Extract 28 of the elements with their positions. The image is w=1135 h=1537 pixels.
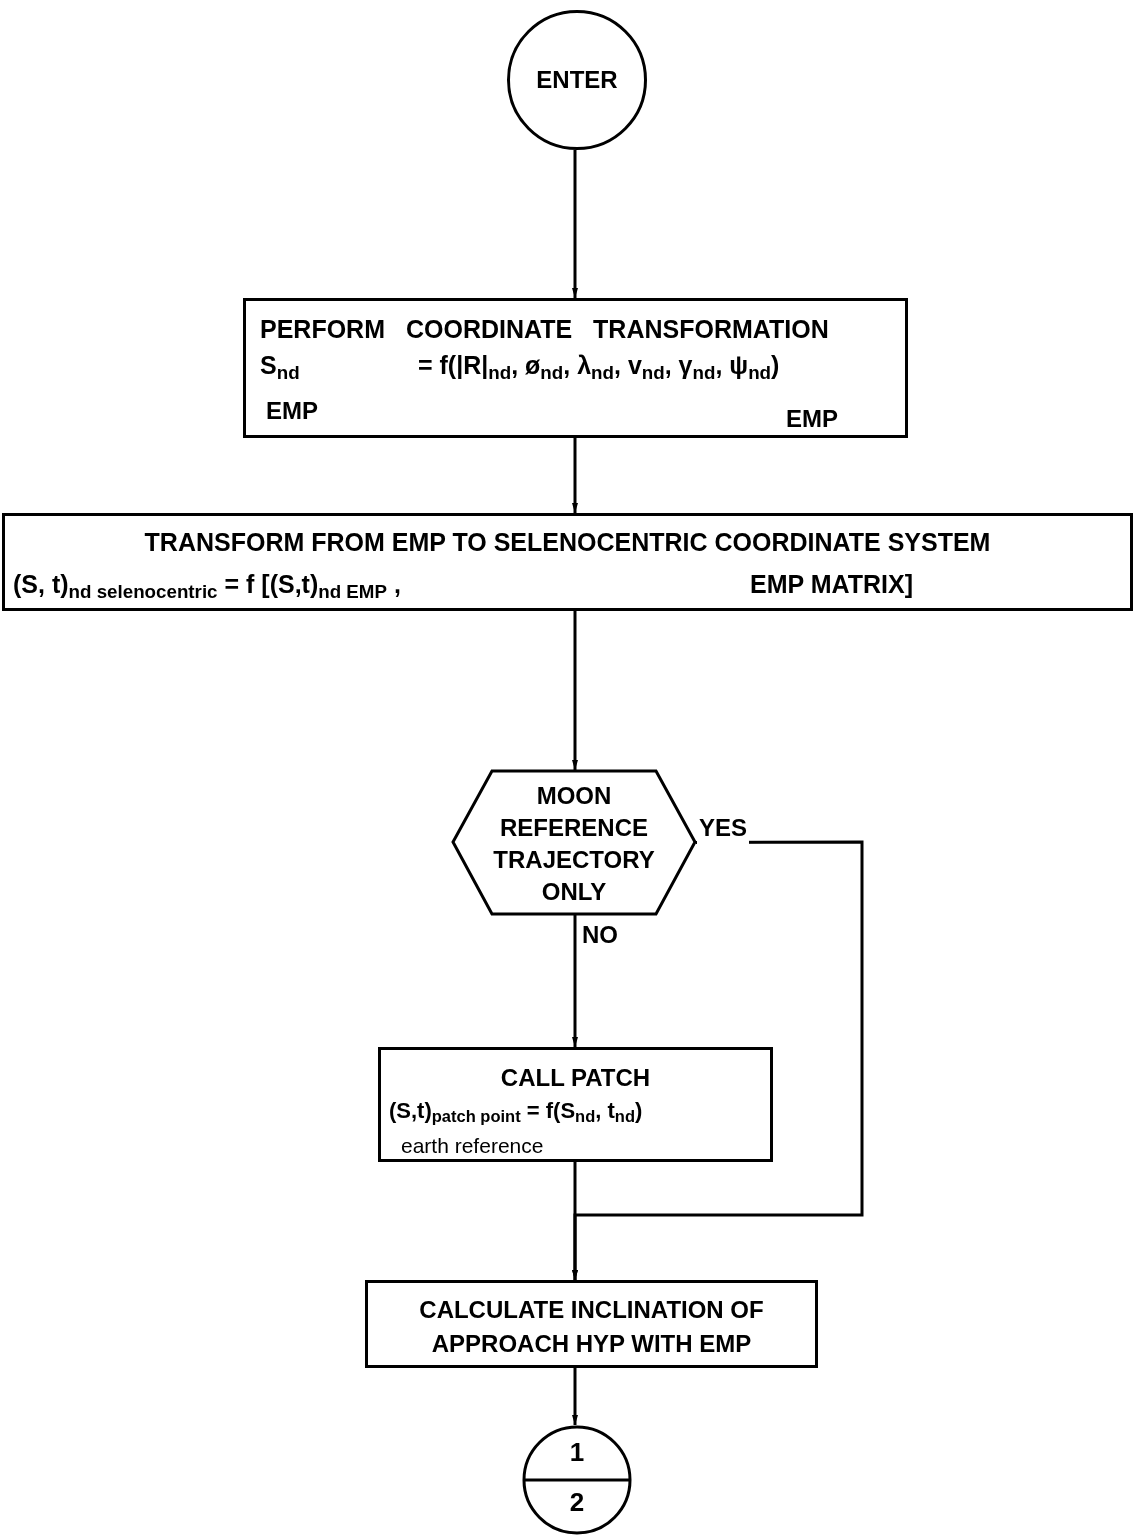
terminal-label: ENTER [535,65,619,95]
connector-number: 2 [568,1487,586,1517]
flow-arrow [572,915,578,1047]
formula-text: (S, t)$_{nd selenocentric}$ = f [(S,t)$_{nd EMP}$ , [13,569,401,604]
process-box [378,1047,773,1162]
formula-text: = f(|R|$_{nd}$, ø$_{nd}$, λ$_{nd}$, v$_{nd}$, γ$_{nd}$, ψ$_{nd}$) [418,350,780,385]
formula-note: earth reference [401,1133,544,1159]
process-box [243,298,908,438]
decision-text: MOON REFERENCE TRAJECTORY ONLY [492,781,656,907]
process-text: CALCULATE INCLINATION OF APPROACH HYP WITH EMP [418,1295,765,1359]
process-title: CALL PATCH [499,1063,652,1093]
flow-arrow [572,150,578,298]
formula-text: (S,t)$_{patch point}$ = f(S$_{nd}$, t$_{nd}$) [389,1097,643,1127]
process-title: TRANSFORM FROM EMP TO SELENOCENTRIC COORDINATE SYSTEM [143,527,992,558]
flow-arrow [572,438,578,513]
subscript-label: EMP [786,404,838,434]
flow-arrow [572,1368,578,1425]
flow-arrow [572,1162,578,1280]
process-title: PERFORM COORDINATE TRANSFORMATION [260,314,829,345]
connector-number: 1 [568,1437,586,1467]
process-box [2,513,1133,611]
offpage-connector-circle [522,1425,632,1535]
subscript-label: EMP [266,396,318,426]
formula-text: EMP MATRIX] [750,569,913,600]
process-box [365,1280,818,1368]
decision-hexagon [452,770,696,915]
formula-term: S$_{nd}$ [260,350,300,385]
flow-arrow [572,611,578,770]
